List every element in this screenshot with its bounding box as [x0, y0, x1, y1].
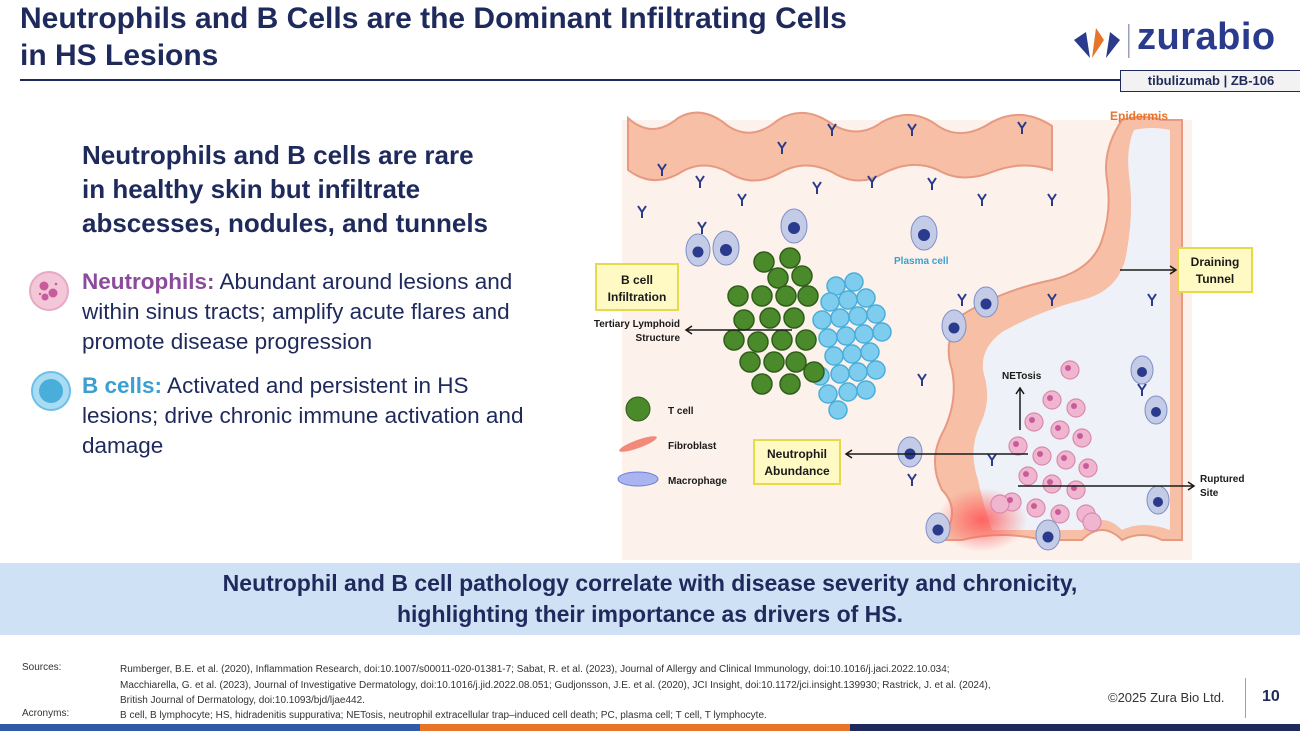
- logo-wordmark: zurabio: [1137, 16, 1276, 58]
- draining-tunnel-line1: Draining: [1191, 255, 1240, 269]
- tls-label-line2: Structure: [636, 333, 681, 344]
- plasma-cell-label: Plasma cell: [894, 256, 949, 267]
- key-takeaway-text: Neutrophil and B cell pathology correlat…: [0, 568, 1300, 630]
- neutrophil-icon: [29, 271, 69, 311]
- footer-bar-navy: [850, 724, 1300, 731]
- subhead-line-3: abscesses, nodules, and tunnels: [82, 208, 489, 238]
- neutrophil-nuclei: [1007, 365, 1089, 515]
- neutrophil-abundance-line1: Neutrophil: [767, 447, 827, 461]
- key-takeaway-banner: [0, 563, 1300, 635]
- acronyms-text: B cell, B lymphocyte; HS, hidradenitis s…: [120, 710, 767, 721]
- ruptured-site-line2: Site: [1200, 488, 1219, 499]
- b-cell-infiltration-box: [595, 263, 679, 311]
- antibodies: [637, 121, 1157, 486]
- bullet-neutrophils-text: Abundant around lesions and within sinus…: [82, 269, 513, 354]
- title-line-1: Neutrophils and B Cells are the Dominant…: [20, 2, 847, 35]
- sources-line-3: British Journal of Dermatology, doi:10.1…: [120, 695, 365, 706]
- subhead-line-1: Neutrophils and B cells are rare: [82, 140, 474, 170]
- draining-tunnel-line2: Tunnel: [1196, 272, 1234, 286]
- tls-arrow: [684, 325, 792, 335]
- drug-tag: tibulizumab | ZB-106: [1120, 70, 1300, 92]
- slide-title: Neutrophils and B Cells are the Dominant…: [20, 0, 1020, 74]
- neutrophil-abundance-line2: Abundance: [764, 464, 830, 478]
- figure-legend: T cell Fibroblast Macrophage: [617, 396, 727, 487]
- epidermis-label: Epidermis: [1110, 109, 1168, 123]
- title-divider: [20, 79, 1120, 81]
- draining-tunnel-box: [1177, 247, 1253, 293]
- b-cell-infiltration-line1: B cell: [621, 273, 653, 287]
- neutrophil-abundance-box: [753, 439, 841, 485]
- b-cell-cluster: [810, 272, 892, 420]
- bullet-b-cells: B cells: Activated and persistent in HS …: [82, 371, 542, 461]
- t-cell-legend-icon: [625, 396, 651, 422]
- bullet-b-cells-text: Activated and persistent in HS lesions; …: [82, 373, 524, 458]
- banner-line-1: Neutrophil and B cell pathology correlat…: [222, 570, 1078, 596]
- subhead-line-2: in healthy skin but infiltrate: [82, 174, 421, 204]
- macrophage-legend-icon: [617, 471, 659, 487]
- plasma-cells: [685, 208, 1170, 551]
- page-number-divider: [1245, 678, 1246, 718]
- sources-label: Sources:: [22, 662, 62, 673]
- draining-tunnel-lumen: [973, 128, 1170, 530]
- legend-macrophage: Macrophage: [668, 476, 727, 487]
- sources-line-2: Macchiarella, G. et al. (2023), Journal …: [120, 679, 991, 691]
- acronyms-label: Acronyms:: [22, 708, 70, 719]
- netosis-label: NETosis: [1002, 371, 1042, 382]
- ruptured-site-line1: Ruptured: [1200, 474, 1244, 485]
- epidermis-layer: [627, 111, 1053, 182]
- t-cell-cluster: [723, 247, 825, 395]
- b-cell-infiltration-line2: Infiltration: [608, 290, 667, 304]
- sources-text: Rumberger, B.E. et al. (2020), Inflammat…: [120, 662, 1080, 709]
- footer-bar-blue: [0, 724, 420, 731]
- bullet-neutrophils: Neutrophils: Abundant around lesions and…: [82, 267, 542, 357]
- hs-lesion-diagram: Epidermis Plasma cell B cell Infiltratio…: [594, 109, 1253, 560]
- draining-arrow: [1120, 265, 1178, 275]
- title-line-2: in HS Lesions: [20, 39, 219, 72]
- fibroblast-legend-icon: [619, 436, 657, 452]
- footer-bar-orange: [420, 724, 850, 731]
- b-cell-icon: [31, 371, 71, 411]
- copyright: ©2025 Zura Bio Ltd.: [1108, 690, 1225, 705]
- tls-label-line1: Tertiary Lymphoid: [594, 319, 680, 330]
- ruptured-arrow: [1018, 481, 1196, 491]
- page-number: 10: [1262, 688, 1280, 705]
- neutrophil-arrow: [844, 449, 1028, 459]
- legend-t-cell: T cell: [668, 406, 694, 417]
- bullet-neutrophils-lead: Neutrophils:: [82, 269, 215, 294]
- sources-line-1: Rumberger, B.E. et al. (2020), Inflammat…: [120, 664, 950, 675]
- banner-line-2: highlighting their importance as drivers…: [396, 601, 904, 627]
- netosis-arrow: [1015, 386, 1025, 430]
- zurabio-logo-icon: [1074, 24, 1130, 58]
- legend-fibroblast: Fibroblast: [668, 441, 717, 452]
- subheading: Neutrophils and B cells are rare in heal…: [82, 138, 552, 240]
- bullet-b-cells-lead: B cells:: [82, 373, 163, 398]
